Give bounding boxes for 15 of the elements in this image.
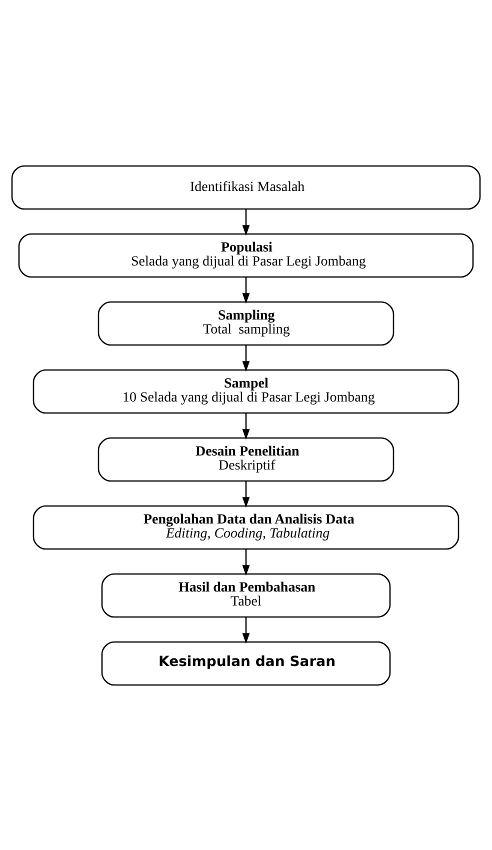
node-box: Identifikasi Masalah [11,164,481,210]
arrow [242,208,250,236]
arrow [242,548,250,576]
node-box: Hasil dan Pembahasan Tabel [101,572,391,618]
arrow [242,412,250,440]
node-box: Populasi Selada yang dijual di Pasar Legi Jombang [18,232,474,278]
arrow [242,276,250,304]
node-box: Sampel 10 Selada yang dijual di Pasar Legi Jombang [32,368,460,414]
node-box: Sampling Total sampling [98,300,394,346]
arrow [242,480,250,508]
node-box: Pengolahan Data dan Analisis Data Editing, Cooding, Tabulating [32,504,460,550]
node-box: Kesimpulan dan Saran [101,640,391,686]
arrow [242,616,250,644]
node-box: Desain Penelitian Deskriptif [98,436,394,482]
arrow [242,344,250,372]
